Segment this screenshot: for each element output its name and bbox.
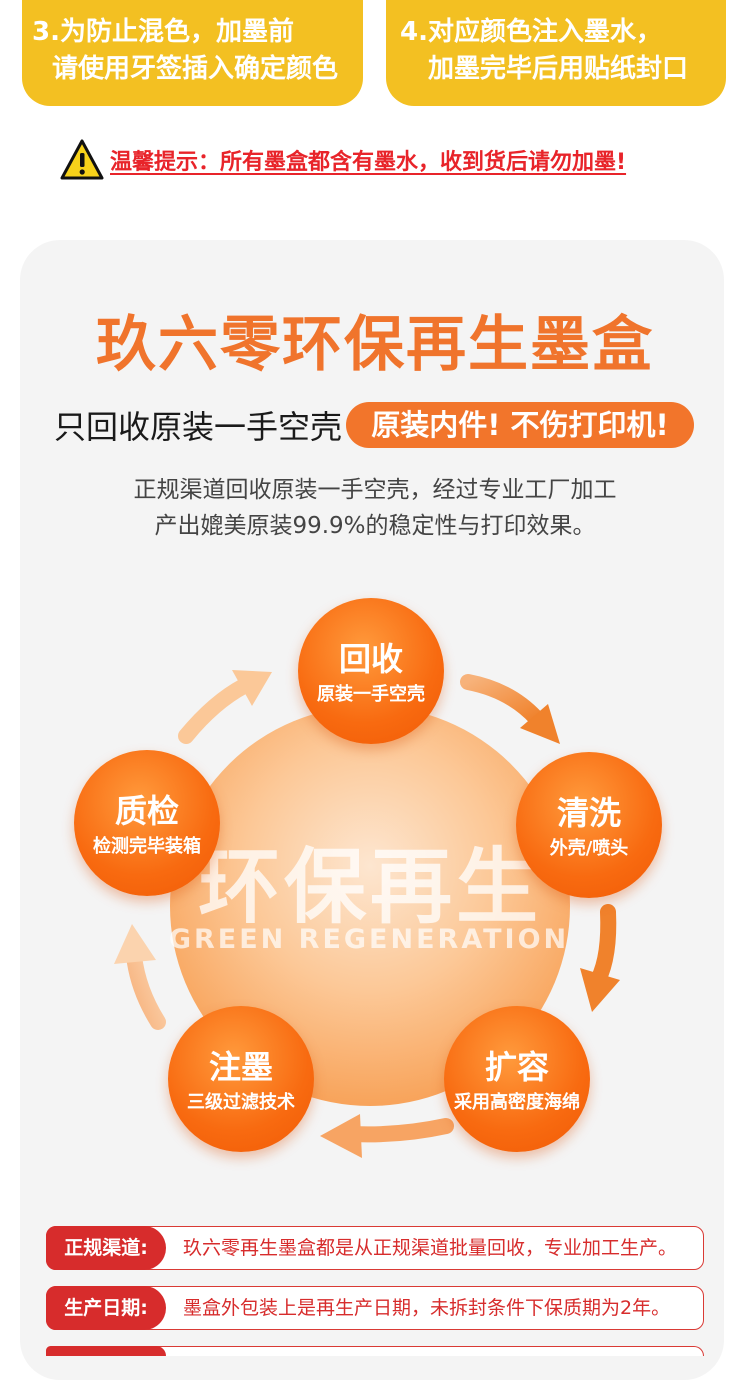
node-title: 扩容 bbox=[484, 1048, 549, 1086]
node-title: 注墨 bbox=[208, 1048, 273, 1086]
node-subtitle: 检测完毕装箱 bbox=[93, 836, 201, 857]
info-row-text: 墨盒外包装上是再生产日期，未拆封条件下保质期为2年。 bbox=[183, 1297, 671, 1319]
warning-icon bbox=[60, 139, 104, 180]
cycle-node-ink: 注墨 三级过滤技术 bbox=[168, 1006, 314, 1152]
step-3-line2: 请使用牙签插入确定颜色 bbox=[52, 54, 339, 84]
center-subtitle: GREEN REGENERATION bbox=[168, 924, 570, 955]
step-4-line2: 加墨完毕后用贴纸封口 bbox=[428, 54, 689, 84]
node-title: 清洗 bbox=[556, 794, 621, 832]
info-row-date: 生产日期: 墨盒外包装上是再生产日期，未拆封条件下保质期为2年。 bbox=[46, 1286, 704, 1330]
description-line-2: 产出媲美原装99.9%的稳定性与打印效果。 bbox=[154, 513, 596, 539]
info-row-tag: 生产日期: bbox=[46, 1286, 166, 1330]
node-subtitle: 外壳/喷头 bbox=[549, 838, 629, 859]
node-subtitle: 原装一手空壳 bbox=[317, 684, 425, 705]
step-4-line1: 4.对应颜色注入墨水， bbox=[400, 17, 662, 47]
warning-notice: 温馨提示：所有墨盒都含有墨水，收到货后请勿加墨! bbox=[60, 138, 626, 182]
cycle-node-expand: 扩容 采用高密度海绵 bbox=[444, 1006, 590, 1152]
arrow-clean-to-expand bbox=[580, 904, 620, 1012]
info-row-text: 玖六零再生墨盒都是从正规渠道批量回收，专业加工生产。 bbox=[183, 1237, 678, 1259]
warning-text: 温馨提示：所有墨盒都含有墨水，收到货后请勿加墨! bbox=[110, 150, 627, 175]
node-subtitle: 采用高密度海绵 bbox=[454, 1092, 580, 1113]
cycle-arrows bbox=[114, 670, 620, 1158]
step-card-4: 4.对应颜色注入墨水， 加墨完毕后用贴纸封口 bbox=[386, 0, 726, 106]
node-title: 质检 bbox=[114, 792, 179, 830]
step-3-line1: 3.为防止混色，加墨前 bbox=[32, 17, 294, 47]
cycle-node-inspect: 质检 检测完毕装箱 bbox=[74, 750, 220, 896]
info-row-channel: 正规渠道: 玖六零再生墨盒都是从正规渠道批量回收，专业加工生产。 bbox=[46, 1226, 704, 1270]
arrow-recycle-to-clean bbox=[460, 674, 560, 744]
info-row-tag-partial bbox=[46, 1346, 166, 1356]
description-line-1: 正规渠道回收原装一手空壳，经过专业工厂加工 bbox=[133, 477, 617, 503]
cycle-node-recycle: 回收 原装一手空壳 bbox=[298, 598, 444, 744]
center-title: 环保再生 bbox=[197, 840, 542, 935]
node-title: 回收 bbox=[338, 640, 403, 678]
arrow-inspect-to-recycle bbox=[178, 670, 272, 744]
info-row-partial bbox=[46, 1346, 704, 1356]
page-title: 玖六零环保再生墨盒 bbox=[96, 310, 654, 380]
arrow-expand-to-ink bbox=[320, 1114, 454, 1158]
node-subtitle: 三级过滤技术 bbox=[187, 1092, 295, 1113]
cycle-node-clean: 清洗 外壳/喷头 bbox=[516, 752, 662, 898]
info-row-tag: 正规渠道: bbox=[46, 1226, 166, 1270]
highlight-pill: 原装内件! 不伤打印机! bbox=[346, 402, 694, 448]
subtitle: 只回收原装一手空壳 bbox=[54, 408, 343, 446]
step-card-3: 3.为防止混色，加墨前 请使用牙签插入确定颜色 bbox=[22, 0, 363, 106]
arrow-ink-to-inspect bbox=[114, 924, 166, 1030]
